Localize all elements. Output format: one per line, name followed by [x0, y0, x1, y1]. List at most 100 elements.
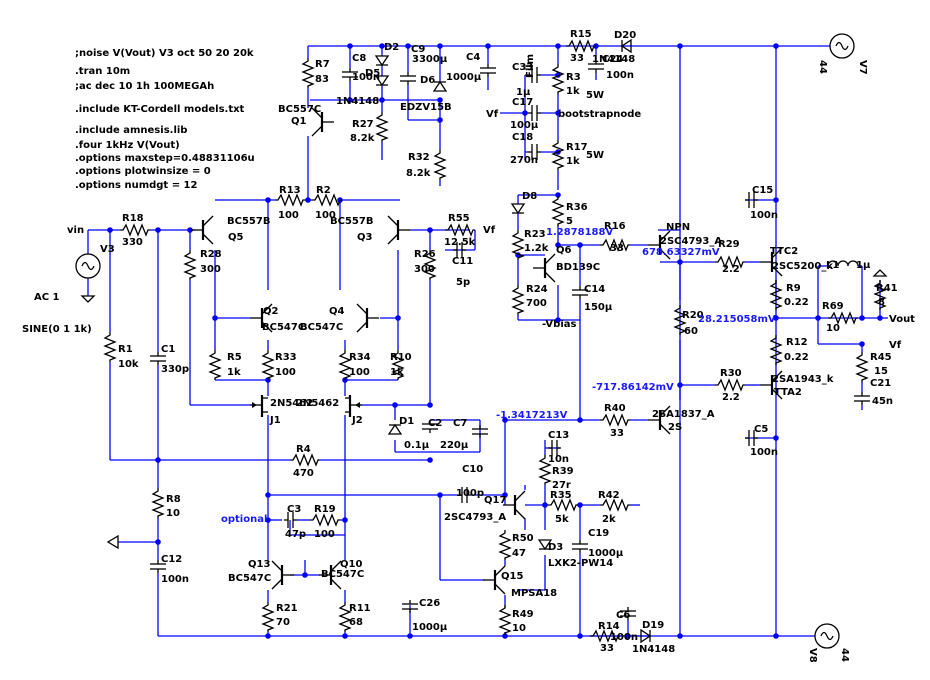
Q13-value: BC547C — [228, 573, 271, 584]
L1-symbol[interactable] — [827, 260, 859, 267]
Q2-value: BC547C — [262, 322, 305, 333]
R45-symbol[interactable] — [856, 351, 868, 383]
R3-power-tag: 5W — [586, 90, 604, 101]
V7-source-symbol[interactable] — [829, 33, 855, 59]
Q5-symbol[interactable] — [189, 214, 215, 246]
R7-symbol[interactable] — [302, 57, 314, 89]
voltage-probe-1[interactable]: 1.2878188V — [546, 227, 613, 238]
R34-value: 100 — [349, 367, 370, 378]
directive-ac[interactable]: ;ac dec 10 1h 100MEGAh — [75, 81, 214, 92]
directive-maxstep[interactable]: .options maxstep=0.48831106u — [75, 153, 255, 164]
C15-name: C15 — [752, 185, 773, 196]
film-tag: Film — [525, 54, 536, 78]
R17-power-tag: 5W — [586, 150, 604, 161]
R55-name: R55 — [448, 213, 470, 224]
voltage-probe-3[interactable]: 28.215058mV — [698, 314, 776, 325]
R32-value: 8.2k — [406, 168, 431, 179]
directive-tran[interactable]: .tran 10m — [75, 66, 130, 77]
R1-symbol[interactable] — [104, 331, 116, 363]
C9-symbol[interactable] — [399, 71, 417, 86]
R39-name: R39 — [552, 466, 574, 477]
directive-include-models[interactable]: .include KT-Cordell models.txt — [75, 104, 245, 115]
R18-symbol[interactable] — [119, 224, 151, 236]
C19-symbol[interactable] — [571, 539, 589, 554]
Q6-value: BD139C — [556, 262, 600, 273]
R17-symbol[interactable] — [552, 139, 564, 171]
R50-symbol[interactable] — [499, 529, 511, 561]
R28-symbol[interactable] — [184, 249, 196, 281]
C21-symbol[interactable] — [853, 391, 871, 406]
C14-value: 150µ — [584, 302, 613, 313]
R9-name: R9 — [786, 283, 801, 294]
R3-symbol[interactable] — [552, 63, 564, 95]
directive-numdgt[interactable]: .options numdgt = 12 — [75, 180, 198, 191]
Q4-symbol[interactable] — [355, 302, 381, 334]
R36-symbol[interactable] — [552, 195, 564, 227]
D2-symbol[interactable] — [375, 55, 389, 66]
R21-name: R21 — [276, 603, 298, 614]
Q15-value: MPSA18 — [511, 588, 557, 599]
R19-symbol[interactable] — [309, 514, 341, 526]
D8-symbol[interactable] — [511, 203, 525, 214]
D5-name: D5 — [365, 68, 380, 79]
C15-value: 100n — [750, 210, 778, 221]
voltage-probe-2[interactable]: 678.63327mV — [642, 247, 720, 258]
voltage-probe-5[interactable]: -1.3417213V — [496, 410, 568, 421]
R5-name: R5 — [227, 352, 242, 363]
Q3-symbol[interactable] — [386, 214, 412, 246]
R35-symbol[interactable] — [547, 499, 579, 511]
Q15-name: Q15 — [501, 571, 523, 582]
R4-symbol[interactable] — [289, 454, 321, 466]
C33-name: C33 — [512, 62, 533, 73]
TTC2-value: 2SC5200_k — [772, 261, 833, 272]
R21-symbol[interactable] — [262, 601, 274, 633]
V8-source-symbol[interactable] — [814, 623, 840, 649]
Q6-symbol[interactable] — [531, 252, 557, 284]
R49-symbol[interactable] — [499, 604, 511, 636]
directive-noise[interactable]: ;noise V(Vout) V3 oct 50 20 20k — [75, 48, 254, 59]
R32-symbol[interactable] — [434, 149, 446, 181]
Q13-name: Q13 — [248, 559, 270, 570]
R24-symbol[interactable] — [512, 284, 524, 316]
R7-value: 83 — [315, 74, 329, 85]
Q2-name: Q2 — [263, 306, 279, 317]
R13-symbol[interactable] — [274, 194, 306, 206]
V3-source-symbol[interactable] — [75, 253, 101, 279]
D3-name: D3 — [548, 542, 563, 553]
C24-name: C24 — [602, 54, 623, 65]
C14-name: C14 — [584, 284, 605, 295]
directive-plotwinsize[interactable]: .options plotwinsize = 0 — [75, 166, 211, 177]
directive-four[interactable]: .four 1kHz V(Vout) — [75, 140, 180, 151]
Q13-symbol[interactable] — [270, 559, 296, 591]
R35-name: R35 — [550, 490, 572, 501]
R42-symbol[interactable] — [599, 499, 631, 511]
R5-symbol[interactable] — [209, 349, 221, 381]
R16-name: R16 — [604, 221, 626, 232]
R30-symbol[interactable] — [714, 379, 746, 391]
V3-name: V3 — [100, 244, 115, 255]
R27-name: R27 — [352, 119, 374, 130]
C7-name: C7 — [453, 418, 467, 429]
J1-symbol[interactable] — [250, 395, 268, 417]
J2-symbol[interactable] — [345, 395, 362, 417]
C17-name: C17 — [512, 97, 533, 108]
C13-name: C13 — [548, 430, 569, 441]
R42-name: R42 — [598, 490, 620, 501]
D6-symbol[interactable] — [433, 81, 447, 92]
R40-symbol[interactable] — [599, 414, 631, 426]
directive-include-lib[interactable]: .include amnesis.lib — [75, 125, 187, 136]
C5-name: C5 — [754, 424, 768, 435]
R14-value: 33 — [600, 643, 614, 654]
R11-value: 68 — [349, 617, 363, 628]
C1-value: 330p — [161, 364, 189, 375]
C26-value: 1000µ — [412, 622, 448, 633]
R35-value: 5k — [555, 514, 569, 525]
C4-symbol[interactable] — [479, 63, 497, 78]
R27-symbol[interactable] — [376, 111, 388, 143]
R33-symbol[interactable] — [262, 349, 274, 381]
R8-symbol[interactable] — [152, 487, 164, 519]
voltage-probe-4[interactable]: -717.86142mV — [592, 382, 674, 393]
C10-value: 100p — [456, 488, 484, 499]
R40-value: 33 — [610, 428, 624, 439]
